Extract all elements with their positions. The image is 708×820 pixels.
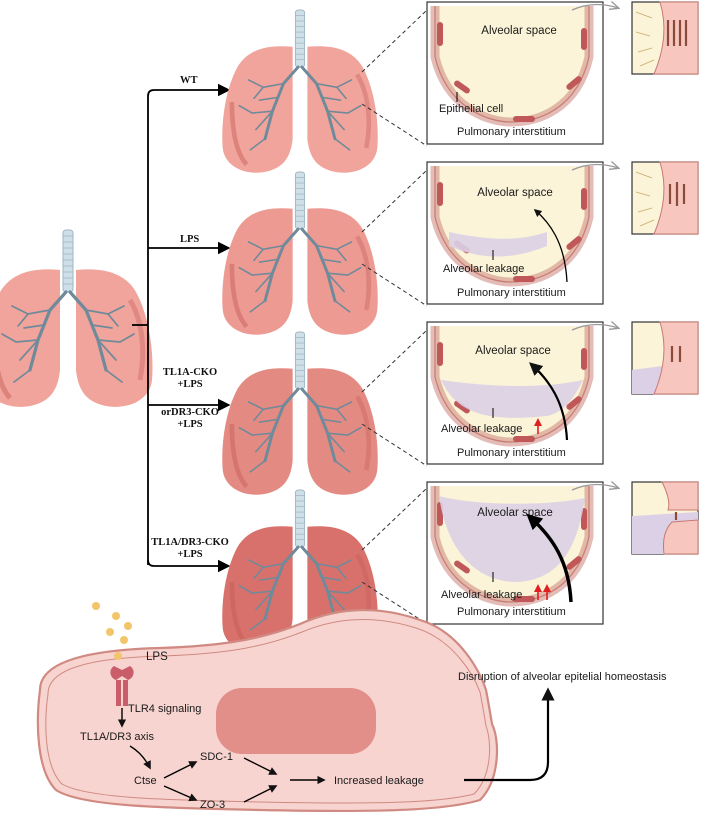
sdc1-merge-arrow xyxy=(243,757,278,775)
ctse-label: Ctse xyxy=(134,775,157,787)
alveolar-space-label: Alveolar space xyxy=(477,507,552,519)
junction-single-cko xyxy=(631,321,699,395)
zoom-lines xyxy=(361,9,428,625)
junction-lps xyxy=(631,161,699,235)
zo3-merge-arrow xyxy=(243,785,278,803)
axis-to-ctse-arrow xyxy=(129,745,151,770)
ctse-to-sdc1-arrow xyxy=(163,761,198,779)
lung-single-cko xyxy=(222,332,377,495)
junction-wt xyxy=(631,1,699,75)
lung-wt xyxy=(222,10,377,173)
alveolar-leakage-label: Alveolar leakage xyxy=(443,263,524,275)
interstitium-label: Pulmonary interstitium xyxy=(457,606,566,618)
condition-label-tl1a-cko-lps: +LPS xyxy=(177,379,202,390)
axis-label: TL1A/DR3 axis xyxy=(80,731,154,743)
alveolar-leakage-label: Alveolar leakage xyxy=(441,589,522,601)
alveolar-space-label: Alveolar space xyxy=(475,345,550,357)
interstitium-label: Pulmonary interstitium xyxy=(457,447,566,459)
alveolar-leakage-label: Alveolar leakage xyxy=(441,423,522,435)
alveolar-space-label: Alveolar space xyxy=(481,25,556,37)
panel-lps: Alveolar space Alveolar leakage Pulmonar… xyxy=(426,161,604,305)
lung-lps xyxy=(222,172,377,335)
main-lung xyxy=(0,230,152,407)
to-conclusion-arrow xyxy=(464,687,555,782)
branch-connectors xyxy=(132,83,231,573)
zo3-label: ZO-3 xyxy=(200,799,225,811)
epithelial-cell-label: Epithelial cell xyxy=(439,103,503,115)
tlr4-signaling-label: TLR4 signaling xyxy=(128,703,201,715)
condition-label-wt: WT xyxy=(180,75,198,86)
condition-label-dr3-cko-lps: +LPS xyxy=(177,419,202,430)
alveolar-space-label: Alveolar space xyxy=(477,187,552,199)
junction-arrows xyxy=(571,5,618,491)
panel-double-cko: Alveolar space Alveolar leakage Pulmonar… xyxy=(426,481,604,625)
condition-label-double-cko-lps: +LPS xyxy=(177,549,202,560)
condition-label-dr3-cko: orDR3-CKO xyxy=(161,407,219,418)
sdc1-label: SDC-1 xyxy=(200,751,233,763)
nucleus xyxy=(216,688,376,754)
junction-double-cko xyxy=(631,481,699,555)
lps-particles xyxy=(92,602,132,660)
lps-label: LPS xyxy=(146,651,168,663)
increased-leakage-label: Increased leakage xyxy=(334,775,424,787)
condition-label-lps: LPS xyxy=(180,234,199,245)
interstitium-label: Pulmonary interstitium xyxy=(457,126,566,138)
condition-label-tl1a-cko: TL1A-CKO xyxy=(163,367,217,378)
cell xyxy=(36,608,499,813)
conclusion-label: Disruption of alveolar epitelial homeost… xyxy=(458,671,667,683)
condition-label-double-cko: TL1A/DR3-CKO xyxy=(151,537,229,548)
ctse-to-zo3-arrow xyxy=(163,785,198,802)
interstitium-label: Pulmonary interstitium xyxy=(457,287,566,299)
tlr4-receptor xyxy=(110,666,134,706)
panel-single-cko: Alveolar space Alveolar leakage Pulmonar… xyxy=(426,321,604,465)
panel-wt: Alveolar space Epithelial cell Pulmonary… xyxy=(426,1,604,145)
condition-labels: WT LPS TL1A-CKO +LPS orDR3-CKO +LPS TL1A… xyxy=(151,75,229,560)
